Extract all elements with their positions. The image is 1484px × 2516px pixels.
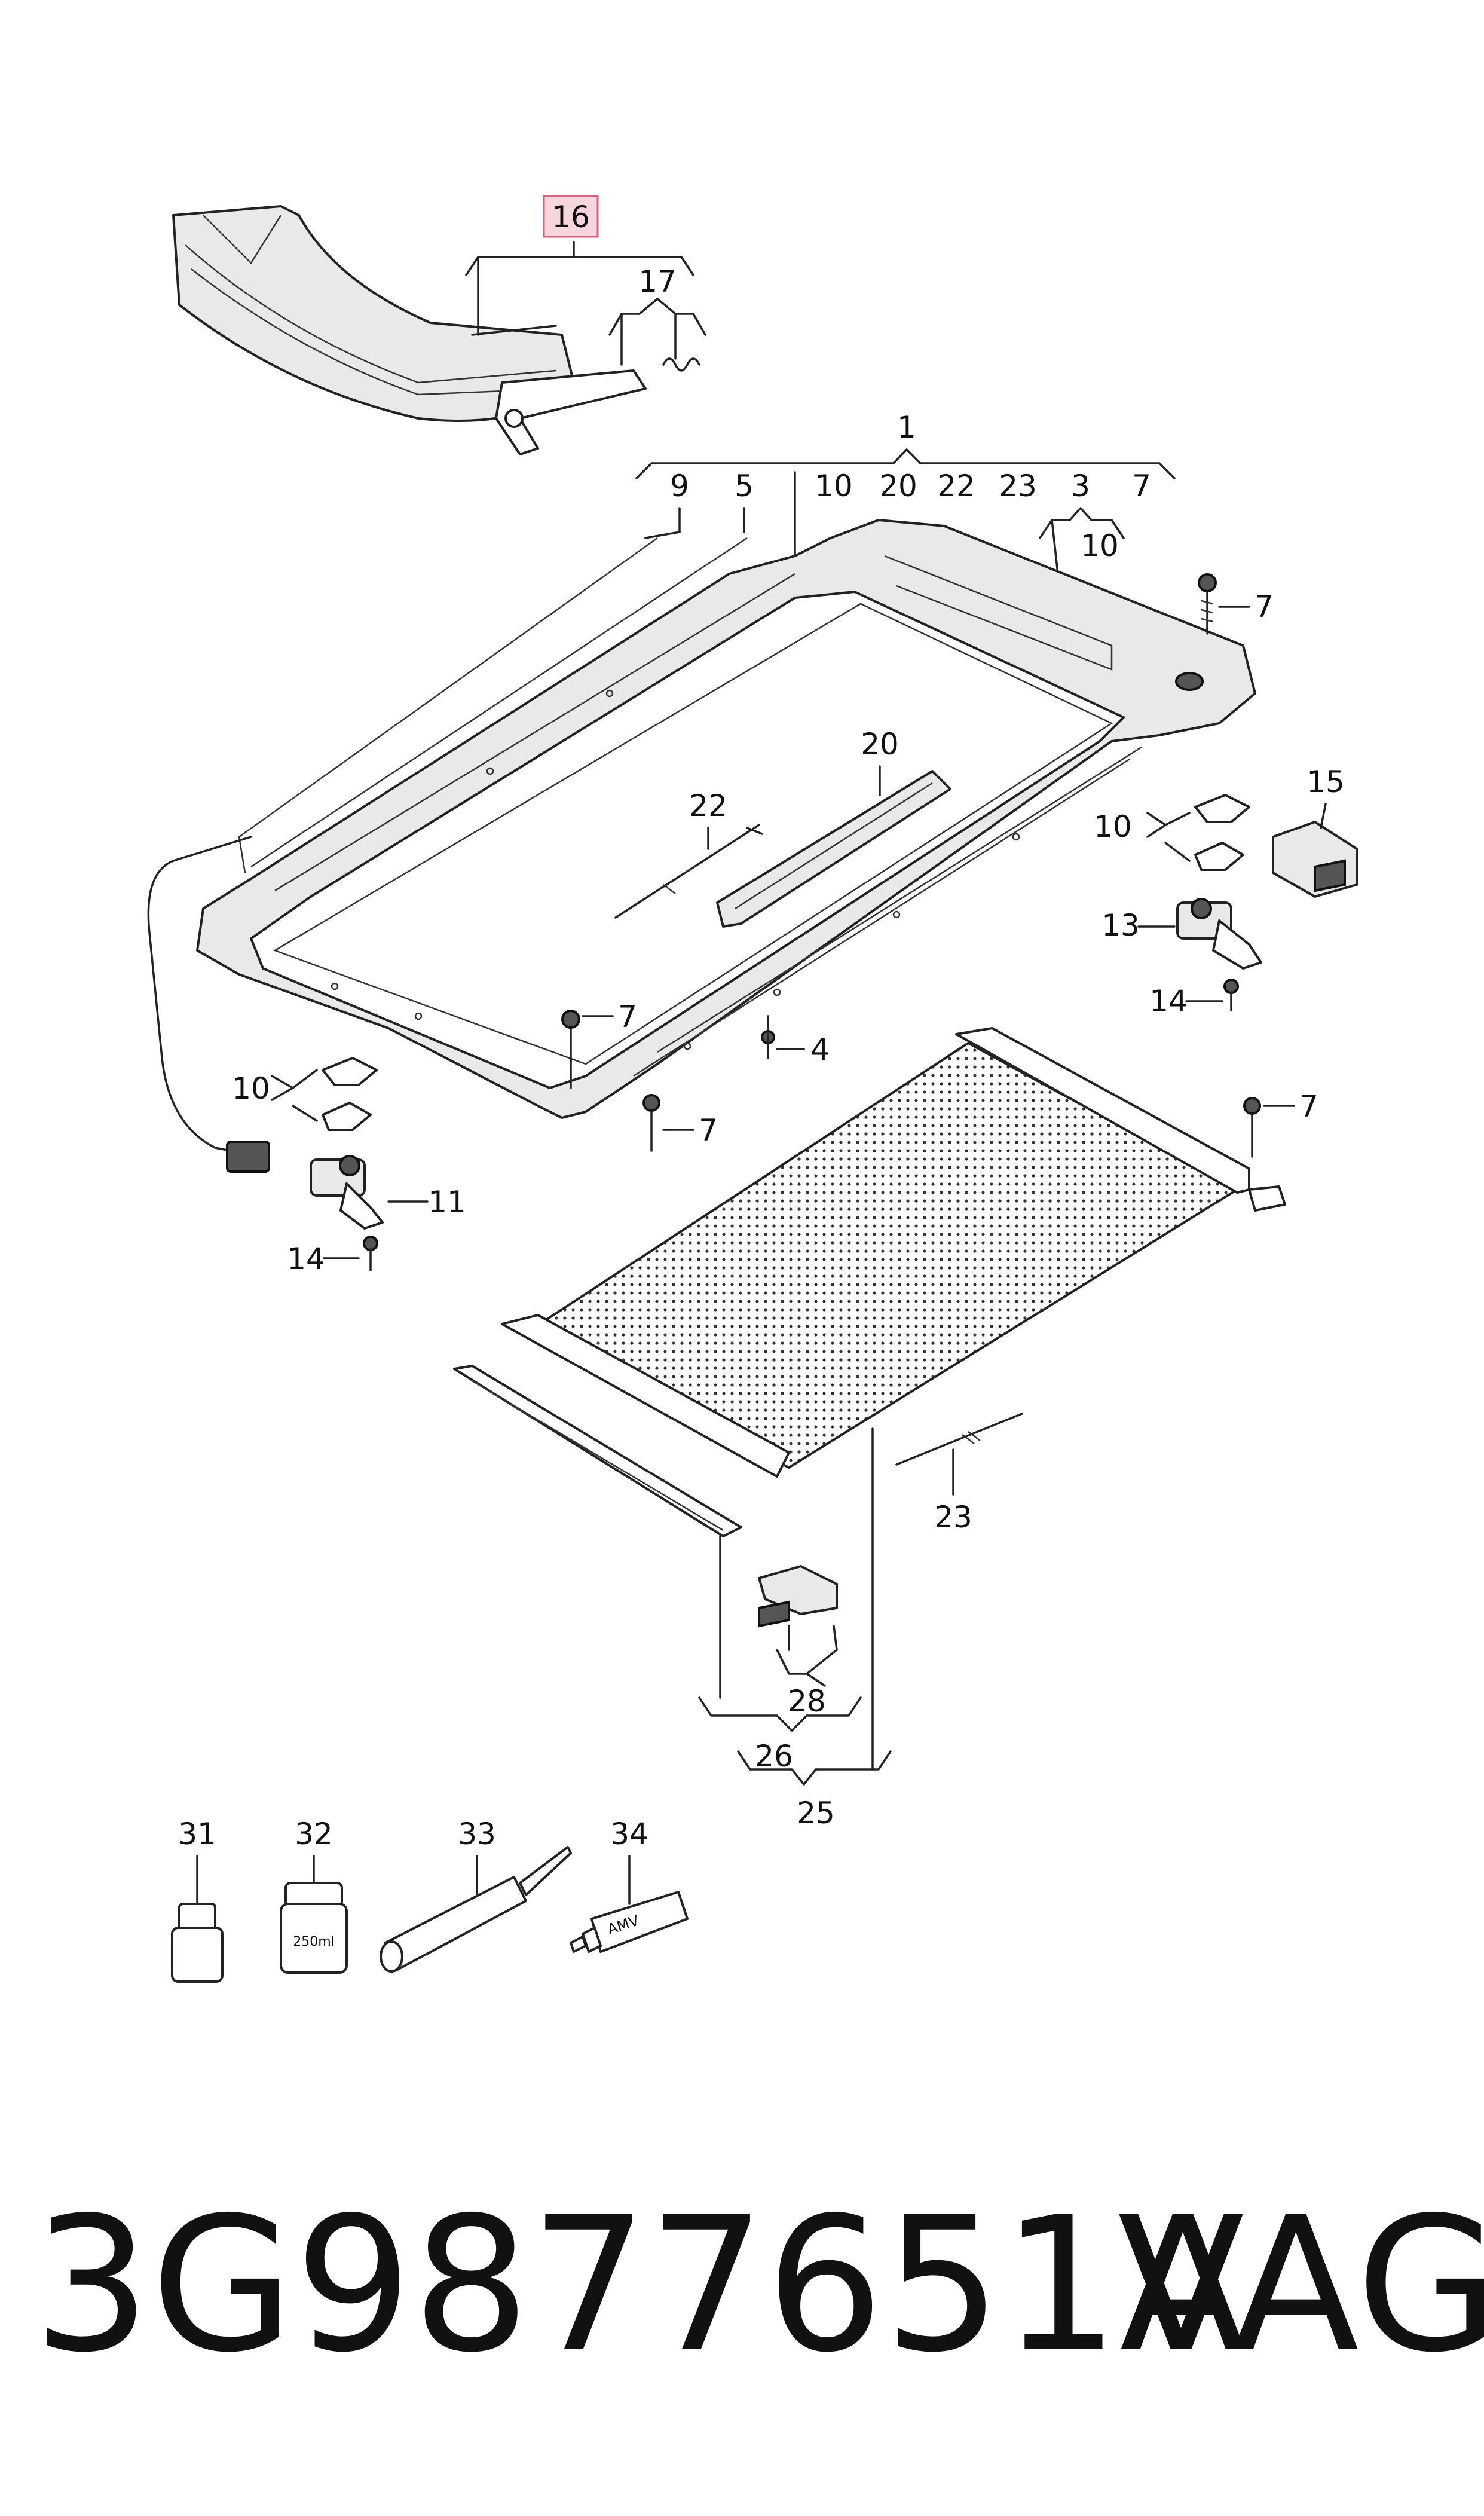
screw-part-14-left (363, 1236, 378, 1271)
screw-part-4 (761, 1015, 775, 1059)
jar-label: 250ml (293, 1934, 335, 1949)
clip-part-10-right-lower (1194, 842, 1244, 871)
screw-part-7-top-right (1198, 573, 1217, 635)
callout-10-right: 10 (1094, 809, 1132, 844)
callout-7-shade: 7 (1299, 1089, 1318, 1124)
callout-10-left: 10 (232, 1071, 270, 1106)
callout-4: 4 (810, 1032, 830, 1067)
callout-14-left: 14 (287, 1242, 325, 1276)
callout-25: 25 (797, 1796, 835, 1830)
callout-10-top: 10 (815, 469, 853, 503)
cable-part-22 (614, 824, 763, 919)
strip-part-26 (453, 1365, 742, 1537)
callout-13: 13 (1101, 908, 1140, 943)
sunshade-part-25 (501, 1027, 1286, 1478)
callout-7-right: 7 (1254, 589, 1274, 624)
clip-part-10-left-lower (322, 1102, 372, 1131)
callout-14-right: 14 (1149, 984, 1188, 1019)
clips-part-28 (758, 1565, 838, 1628)
callout-32: 32 (295, 1817, 333, 1851)
callout-33: 33 (458, 1817, 496, 1851)
callout-34: 34 (610, 1817, 648, 1851)
callout-16: 16 (552, 200, 590, 234)
callout-1: 1 (897, 410, 916, 445)
callout-5: 5 (735, 469, 754, 503)
callout-7-top: 7 (1132, 469, 1151, 503)
deflector-part-16 (172, 205, 575, 422)
callout-26: 26 (755, 1739, 793, 1774)
cable-connector (226, 1141, 270, 1173)
rod-part-23 (895, 1413, 1023, 1466)
callout-28: 28 (788, 1684, 826, 1719)
control-unit-part-15 (1272, 821, 1358, 898)
linkage-part-17 (495, 357, 700, 455)
clip-part-10-right-upper (1194, 794, 1250, 823)
callout-7-lower: 7 (699, 1113, 718, 1148)
callout-7-center: 7 (618, 999, 637, 1034)
callout-3: 3 (1071, 469, 1090, 503)
bottle-part-31 (171, 1903, 224, 1983)
callout-10-sub: 10 (1081, 528, 1119, 563)
callout-23-top: 23 (999, 469, 1037, 503)
brand-name: VAG (1118, 2178, 1484, 2393)
callout-9: 9 (670, 469, 689, 503)
callout-17: 17 (638, 264, 677, 299)
screw-part-7-lower (642, 1094, 660, 1152)
sunroof-frame (196, 519, 1256, 1119)
drain-hose (147, 836, 252, 1155)
callout-15: 15 (1306, 765, 1345, 799)
callout-22: 22 (689, 788, 727, 823)
part-number: 3G9877651A (33, 2178, 1247, 2393)
screw-part-14-right (1223, 979, 1239, 1011)
callout-22-top: 22 (937, 469, 975, 503)
tube-part-34 (570, 1891, 689, 1953)
clip-part-10-left-upper (322, 1057, 378, 1086)
callout-31: 31 (178, 1817, 216, 1851)
jar-part-32 (280, 1882, 348, 1974)
callout-20: 20 (861, 727, 899, 762)
highlight-box-16 (543, 195, 599, 238)
drive-part-20 (716, 770, 951, 928)
cartridge-part-33 (380, 1846, 572, 1973)
screw-part-7-center (561, 1010, 580, 1089)
screw-part-7-shade (1243, 1097, 1261, 1158)
callout-20-top: 20 (879, 469, 917, 503)
callout-11: 11 (428, 1185, 466, 1219)
motor-part-13 (1176, 898, 1262, 970)
callout-23: 23 (934, 1500, 972, 1534)
motor-part-11 (310, 1155, 384, 1230)
